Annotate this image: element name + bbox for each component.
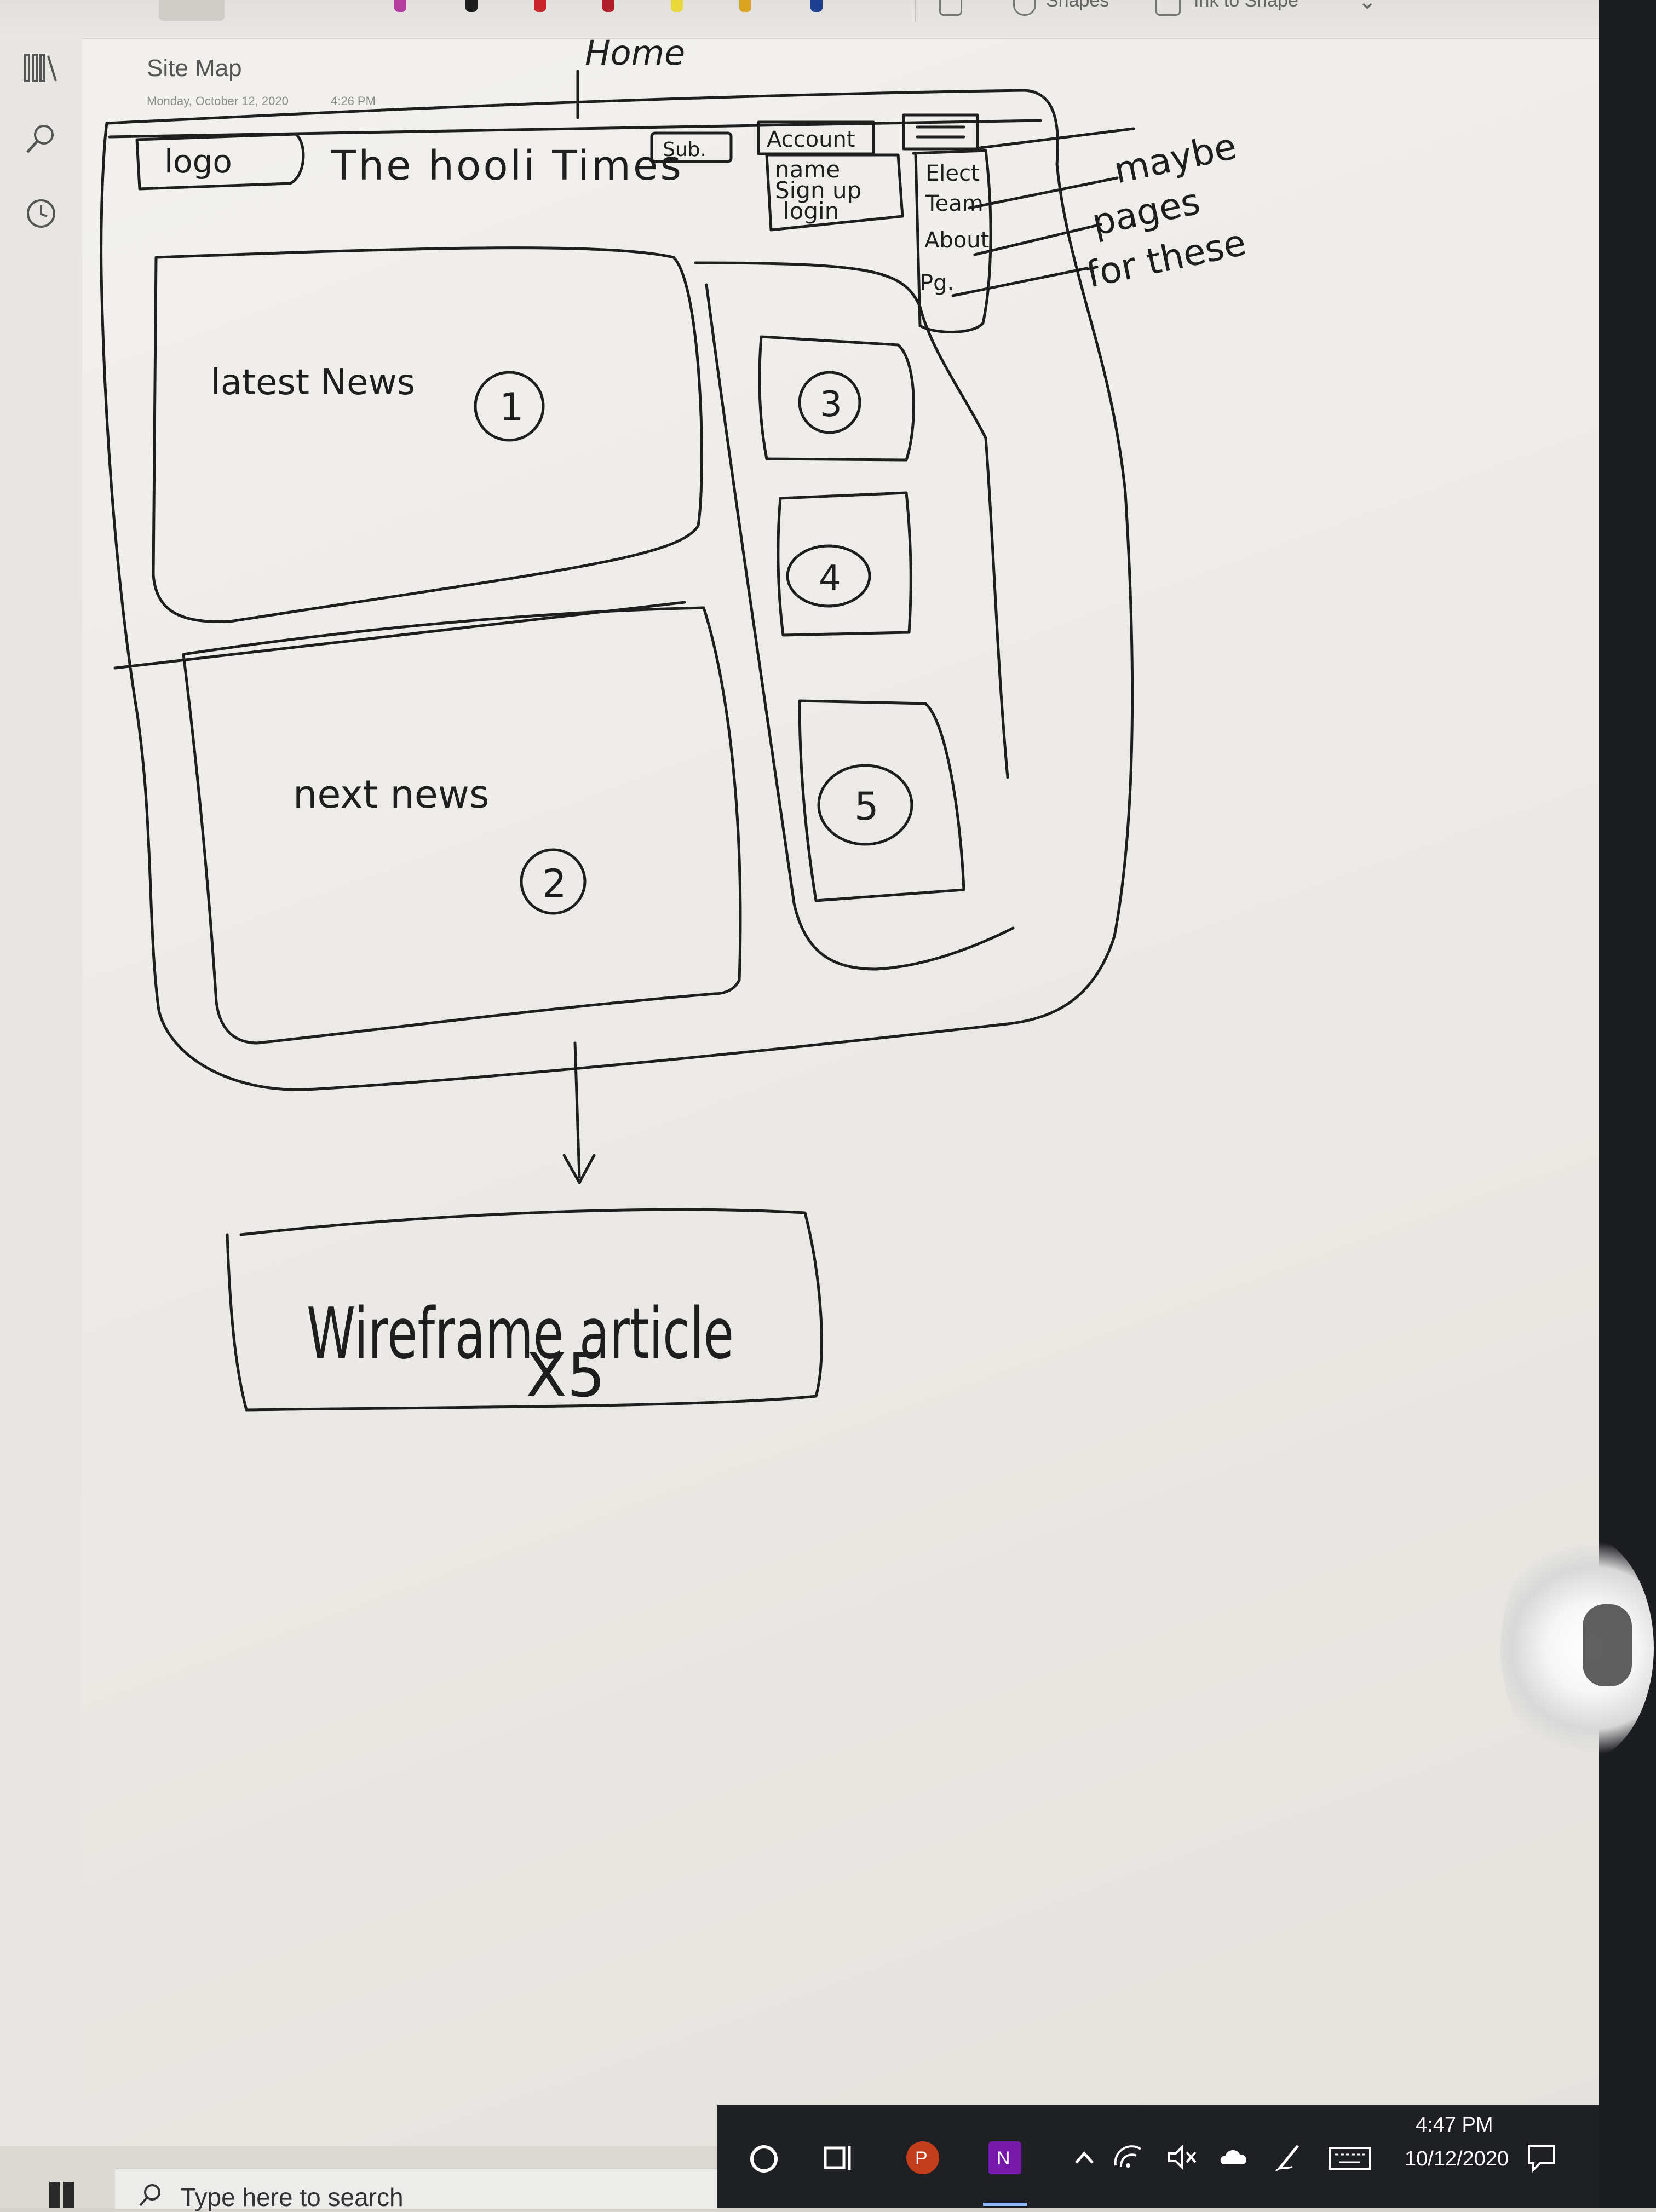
article-box-3 bbox=[758, 335, 916, 462]
onenote-icon[interactable]: N bbox=[983, 2138, 1027, 2176]
chevron-up-icon[interactable] bbox=[1065, 2138, 1103, 2176]
nav-menu-elect: Elect bbox=[925, 161, 980, 186]
account-menu-signup: Sign up bbox=[775, 177, 861, 204]
ink-to-shape-label[interactable]: Ink to Shape bbox=[1194, 0, 1298, 11]
next-news-label: next news bbox=[293, 772, 489, 817]
wireframe-count: X5 bbox=[526, 1340, 605, 1410]
box3-number-circle bbox=[798, 371, 861, 434]
nav-menu-pg: Pg. bbox=[920, 270, 954, 296]
flow-arrowhead bbox=[562, 1154, 596, 1184]
nav-connector bbox=[968, 176, 1119, 210]
screen bbox=[0, 0, 1599, 2208]
ink-sketch[interactable]: Home logo The hooli Times Sub. Account n… bbox=[0, 0, 1599, 2108]
latest-news-box bbox=[152, 246, 703, 624]
box4-number: 4 bbox=[819, 558, 841, 599]
box4-number-circle bbox=[786, 544, 871, 608]
pen-red-icon[interactable] bbox=[534, 0, 546, 12]
camera-glare-core bbox=[1583, 1604, 1632, 1686]
page-title[interactable]: Site Map bbox=[147, 55, 242, 82]
taskbar: P N bbox=[717, 2105, 1599, 2208]
box2-number: 2 bbox=[542, 861, 567, 906]
latest-news-label: latest News bbox=[211, 362, 415, 403]
box5-number: 5 bbox=[854, 784, 879, 829]
hand-icon[interactable] bbox=[939, 0, 962, 16]
taskbar-search-box[interactable]: Type here to search bbox=[115, 2168, 717, 2211]
pen-magenta-icon[interactable] bbox=[394, 0, 406, 12]
shapes-icon[interactable] bbox=[1013, 0, 1036, 16]
wifi-icon[interactable] bbox=[1109, 2138, 1147, 2176]
nav-menu-about: About bbox=[924, 228, 989, 253]
chevron-down-icon[interactable]: ⌄ bbox=[1358, 0, 1377, 14]
powerpoint-icon[interactable]: P bbox=[901, 2138, 945, 2176]
cortana-icon[interactable] bbox=[745, 2138, 783, 2176]
taskbar-search-placeholder[interactable]: Type here to search bbox=[181, 2183, 404, 2211]
highlighter-yellow-icon[interactable] bbox=[671, 0, 683, 12]
logo-box bbox=[135, 133, 305, 191]
pen-black-icon[interactable] bbox=[465, 0, 478, 12]
box1-number: 1 bbox=[499, 385, 524, 430]
next-news-box bbox=[182, 606, 742, 1045]
account-label: Account bbox=[767, 127, 855, 152]
nav-connector bbox=[951, 267, 1089, 297]
svg-text:N: N bbox=[997, 2148, 1010, 2169]
windows-start-icon[interactable] bbox=[33, 2182, 88, 2208]
pen-icon[interactable] bbox=[1270, 2138, 1309, 2176]
account-dropdown bbox=[765, 153, 904, 232]
taskbar-clock-date[interactable]: 10/12/2020 bbox=[1405, 2147, 1509, 2170]
draw-toolbar: Shapes Ink to Shape ⌄ bbox=[0, 0, 1599, 39]
shapes-label[interactable]: Shapes bbox=[1046, 0, 1109, 11]
wireframe-label: Wireframe article bbox=[307, 1293, 734, 1375]
pen-darkred-icon[interactable] bbox=[602, 0, 614, 12]
toolbar-divider bbox=[915, 0, 916, 22]
nav-connector bbox=[979, 127, 1135, 149]
site-title: The hooli Times bbox=[331, 142, 683, 189]
active-app-indicator bbox=[983, 2203, 1027, 2206]
wireframe-article-box bbox=[226, 1208, 823, 1412]
pen-blue-icon[interactable] bbox=[810, 0, 823, 12]
volume-muted-icon[interactable] bbox=[1164, 2138, 1202, 2176]
account-menu-login: login bbox=[783, 198, 839, 224]
box3-number: 3 bbox=[820, 384, 842, 425]
home-label: Home bbox=[585, 33, 685, 73]
ink-to-shape-icon[interactable] bbox=[1155, 0, 1181, 16]
nav-connector bbox=[973, 223, 1102, 256]
article-box-5 bbox=[798, 699, 965, 902]
recent-clock-icon[interactable] bbox=[22, 194, 60, 233]
account-menu-name: name bbox=[775, 156, 840, 183]
hamburger-box bbox=[902, 113, 979, 151]
subscribe-label: Sub. bbox=[663, 139, 706, 161]
search-icon bbox=[139, 2184, 160, 2207]
box2-number-circle bbox=[520, 848, 586, 915]
nav-menu-team: Team bbox=[925, 191, 984, 216]
flow-arrow bbox=[573, 1041, 581, 1179]
page-time: 4:26 PM bbox=[331, 94, 376, 108]
svg-text:P: P bbox=[915, 2148, 928, 2169]
task-view-icon[interactable] bbox=[819, 2138, 857, 2176]
cloud-icon[interactable] bbox=[1216, 2138, 1254, 2176]
screen-bezel bbox=[1599, 0, 1656, 2208]
navigation-rail bbox=[0, 38, 82, 2146]
taskbar-clock-time[interactable]: 4:47 PM bbox=[1416, 2113, 1493, 2136]
sketch-page-frame bbox=[100, 89, 1134, 1091]
logo-label: logo bbox=[164, 143, 232, 180]
right-column-outline bbox=[694, 261, 1009, 779]
box1-number-circle bbox=[474, 371, 545, 442]
keyboard-icon[interactable] bbox=[1325, 2138, 1375, 2176]
search-icon[interactable] bbox=[22, 120, 60, 159]
nav-dropdown bbox=[912, 149, 992, 333]
box5-number-circle bbox=[817, 764, 913, 846]
subscribe-box bbox=[650, 131, 733, 163]
page-date: Monday, October 12, 2020 bbox=[147, 94, 289, 108]
notifications-icon[interactable] bbox=[1522, 2138, 1561, 2176]
side-note-line1: maybe bbox=[1110, 125, 1240, 192]
right-column-outline-left bbox=[705, 283, 1015, 971]
notebooks-icon[interactable] bbox=[22, 49, 60, 88]
toolbar-tab[interactable] bbox=[159, 0, 225, 21]
pen-orange-icon[interactable] bbox=[739, 0, 751, 12]
article-box-4 bbox=[777, 491, 912, 637]
